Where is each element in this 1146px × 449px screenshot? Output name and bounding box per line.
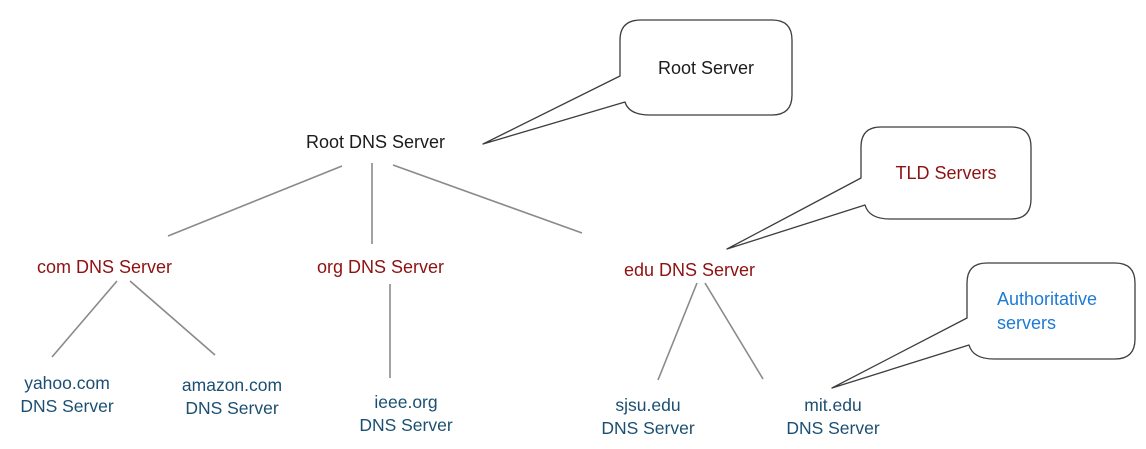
node-root-dns-server: Root DNS Server — [306, 132, 446, 152]
edge-edu-sjsu — [657, 282, 698, 381]
edge-com-yahoo — [51, 280, 118, 358]
node-yahoo-dns-server: yahoo.com DNS Server — [20, 373, 114, 416]
edge-edu-mit — [704, 282, 764, 380]
node-edu-dns-server: edu DNS Server — [624, 260, 756, 280]
callout-bubble-root-server — [482, 19, 793, 145]
node-mit-dns-server: mit.edu DNS Server — [786, 395, 880, 438]
node-sjsu-dns-server: sjsu.edu DNS Server — [601, 395, 695, 438]
callout-label-tld-servers: TLD Servers — [895, 163, 997, 183]
edge-root-com — [167, 165, 343, 237]
callout-bubble-tld-servers — [726, 126, 1032, 250]
callout-label-root-server: Root Server — [657, 57, 755, 78]
node-com-dns-server: com DNS Server — [37, 257, 173, 277]
edge-com-amazon — [129, 280, 216, 356]
tree-edges — [51, 163, 764, 381]
edge-root-edu — [392, 164, 583, 234]
node-ieee-dns-server: ieee.org DNS Server — [359, 392, 453, 435]
callout-label-authoritative-servers: Authoritative servers — [997, 289, 1098, 333]
node-org-dns-server: org DNS Server — [317, 257, 445, 277]
callout-bubble-authoritative-servers — [831, 262, 1136, 389]
node-amazon-dns-server: amazon.com DNS Server — [181, 375, 283, 418]
